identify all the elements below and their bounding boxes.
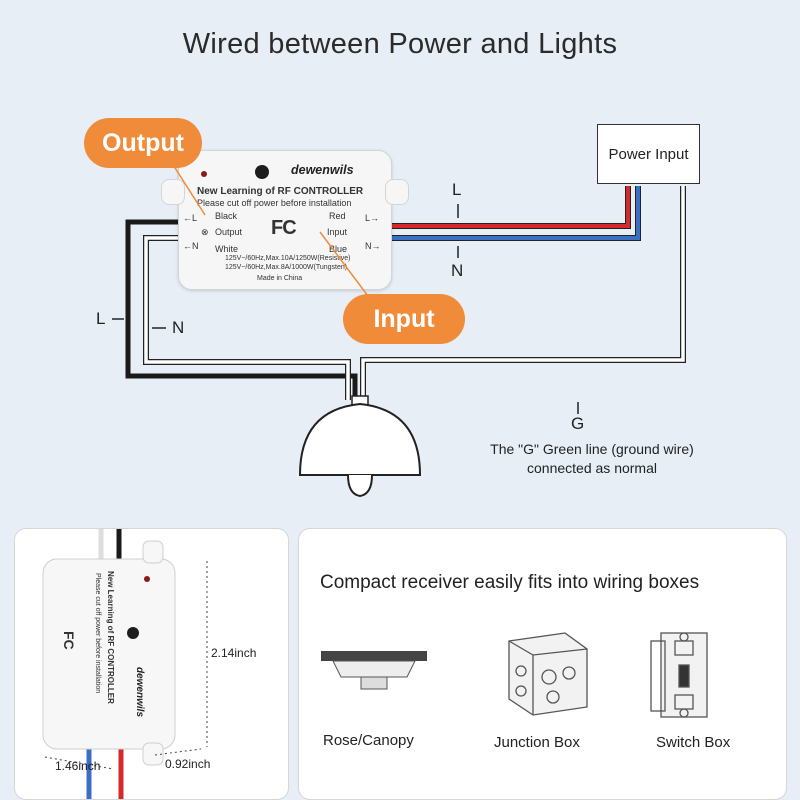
led-indicator <box>201 171 207 177</box>
red-wire <box>390 186 631 229</box>
wire-label-l-left: L <box>96 309 106 328</box>
caption-switch-box: Switch Box <box>656 734 731 751</box>
output-symbol: ⊗ <box>201 227 209 237</box>
dim-width: 1.46inch <box>55 759 101 773</box>
label-input: Input <box>327 227 348 237</box>
rotated-fc-logo: FC <box>61 631 77 650</box>
dimensions-panel: New Learning of RF CONTROLLER Please cut… <box>14 528 289 800</box>
label-n-left: ←N <box>183 241 199 251</box>
rose-canopy-icon <box>321 651 427 690</box>
page-title: Wired between Power and Lights <box>182 28 618 60</box>
junction-box-icon <box>508 632 588 716</box>
spec-resistive: 125V~/60Hz,Max.10A/1250W(Resistive) <box>225 255 351 262</box>
dim-height: 2.14inch <box>211 646 257 660</box>
controller-subheading: Please cut off power before installation <box>197 198 352 208</box>
ground-note-line1: The "G" Green line (ground wire) <box>490 441 694 457</box>
wire-label-l-top: L <box>452 180 462 199</box>
caption-junction-box: Junction Box <box>494 734 580 751</box>
label-l-right: L→ <box>365 213 380 223</box>
label-blue: Blue <box>329 244 348 254</box>
rotated-brand: dewenwils <box>134 667 145 718</box>
rf-controller: dewenwils New Learning of RF CONTROLLER … <box>161 150 409 290</box>
black-wire <box>125 219 358 400</box>
fits-panel: Compact receiver easily fits into wiring… <box>298 528 787 800</box>
label-black: Black <box>215 211 238 221</box>
wire-label-n-left: N <box>172 318 185 337</box>
ground-note-line2: connected as normal <box>527 460 657 476</box>
switch-box-icon <box>650 632 708 718</box>
power-input-box: Power Input <box>597 124 700 184</box>
controller-heading: New Learning of RF CONTROLLER <box>197 186 364 197</box>
made-in: Made in China <box>257 275 303 282</box>
wiring-diagram <box>112 186 686 498</box>
wire-label-n-top: N <box>451 261 464 280</box>
label-l-left: ←L <box>183 213 198 223</box>
mount-tab-right <box>385 179 409 205</box>
dim-depth: 0.92inch <box>165 757 211 771</box>
mount-tab-left <box>161 179 185 205</box>
caption-rose-canopy: Rose/Canopy <box>323 732 414 749</box>
label-red: Red <box>329 211 346 221</box>
brand-logo: dewenwils <box>291 163 354 177</box>
ground-note: The "G" Green line (ground wire) connect… <box>470 440 714 478</box>
fits-heading: Compact receiver easily fits into wiring… <box>320 572 700 593</box>
blue-wire <box>390 186 641 241</box>
spec-tungsten: 125V~/60Hz,Max.8A/1000W(Tungsten) <box>225 264 348 271</box>
rotated-heading: New Learning of RF CONTROLLER <box>106 571 115 704</box>
label-n-right: N→ <box>365 241 381 251</box>
label-white: White <box>215 244 239 254</box>
output-callout: Output <box>84 118 202 168</box>
wire-label-g: G <box>571 414 585 433</box>
learn-button[interactable] <box>255 165 269 179</box>
rotated-subheading: Please cut off power before installation <box>94 573 101 694</box>
input-callout: Input <box>343 294 465 344</box>
fc-logo: FC <box>271 217 297 239</box>
light-fixture <box>298 395 422 498</box>
label-output: Output <box>215 227 243 237</box>
